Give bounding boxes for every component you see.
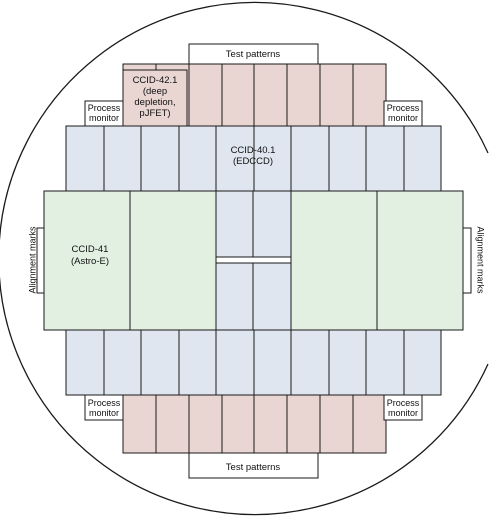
- test-patterns-box-top: [188, 43, 319, 65]
- process-monitor-box-bottom-right: [383, 394, 423, 421]
- ccid42-die-top: [319, 63, 354, 127]
- process-monitor-box-top-left: [84, 100, 124, 127]
- ccid40-die-bottom: [140, 329, 180, 396]
- ccid40-die-top: [290, 125, 330, 192]
- ccid40-die-bottom: [65, 329, 105, 396]
- ccid40-die-bottom: [178, 329, 217, 396]
- process-monitor-top-left-line2: monitor: [89, 113, 119, 123]
- alignment-marks-label-left: Alignment marks: [27, 226, 37, 294]
- process-monitor-top-right-line2: monitor: [388, 113, 418, 123]
- ccid40-die-bottom: [403, 329, 442, 396]
- ccid42-label-line2: (deep: [143, 86, 167, 97]
- ccid42-die-bottom: [286, 394, 321, 454]
- process-monitor-top-left-line1: Process: [88, 103, 121, 113]
- ccid40-die-top: [365, 125, 405, 192]
- test-patterns-box-bottom: [188, 452, 319, 479]
- ccid42-die-top: [286, 63, 321, 127]
- alignment-marks-box-left: [36, 227, 45, 294]
- process-monitor-bottom-left-line2: monitor: [89, 408, 119, 418]
- ccid41-die: [376, 190, 464, 331]
- ccid42-die-top: [253, 63, 288, 127]
- ccid42-die-bottom: [122, 394, 157, 454]
- die-tiles: [43, 63, 464, 454]
- ccid42-die-bottom: [253, 394, 288, 454]
- ccid42-die-bottom: [319, 394, 354, 454]
- ccid42-die-bottom: [221, 394, 255, 454]
- ccid40-die-top: [65, 125, 105, 192]
- ccid42-die-top: [352, 63, 387, 127]
- test-patterns-label-bottom: Test patterns: [226, 462, 281, 473]
- ccid42-die-bottom: [188, 394, 223, 454]
- process-monitor-bottom-left-line1: Process: [88, 398, 121, 408]
- ccid40-die-top: [253, 125, 292, 192]
- ccid40-label-line1: CCID-40.1: [231, 145, 276, 156]
- ccid40-die-bottom: [290, 329, 330, 396]
- process-monitor-top-right-line1: Process: [387, 103, 420, 113]
- ccid41-label-line1: CCID-41: [72, 244, 109, 255]
- alignment-marks-label-right: Alignment marks: [476, 226, 486, 294]
- ccid41-die: [129, 190, 217, 331]
- ccid40-die-middle: [215, 190, 254, 258]
- label-boxes: [36, 43, 472, 479]
- ccid41-die: [290, 190, 378, 331]
- ccid40-die-middle: [215, 262, 254, 331]
- ccid42-label-line4: pJFET): [139, 108, 170, 119]
- ccid40-die-top: [403, 125, 442, 192]
- ccid40-die-bottom: [365, 329, 405, 396]
- test-patterns-label-top: Test patterns: [226, 49, 281, 60]
- process-monitor-bottom-right-line1: Process: [387, 398, 420, 408]
- process-monitor-bottom-right-line2: monitor: [388, 408, 418, 418]
- process-monitor-box-bottom-left: [84, 394, 124, 421]
- ccid42-label-box: [122, 69, 188, 127]
- ccid40-die-top: [140, 125, 180, 192]
- ccid40-die-top: [103, 125, 142, 192]
- ccid40-die-bottom: [103, 329, 142, 396]
- ccid41-label-line2: (Astro-E): [71, 256, 109, 267]
- ccid42-die-top: [188, 63, 223, 127]
- ccid42-die-top: [221, 63, 255, 127]
- ccid40-die-top: [328, 125, 367, 192]
- ccid40-label-line2: (EDCCD): [233, 156, 273, 167]
- ccid40-die-middle: [252, 190, 292, 258]
- ccid40-die-bottom: [328, 329, 367, 396]
- center-gap: [215, 256, 292, 264]
- ccid40-die-middle: [252, 262, 292, 331]
- ccid42-die-bottom: [352, 394, 387, 454]
- ccid42-die-bottom: [155, 394, 190, 454]
- ccid41-die: [43, 190, 131, 331]
- ccid40-die-top: [178, 125, 217, 192]
- process-monitor-box-top-right: [383, 100, 423, 127]
- ccid40-die-bottom: [253, 329, 292, 396]
- ccid42-label-line3: depletion,: [134, 97, 175, 108]
- alignment-marks-box-right: [462, 227, 472, 294]
- ccid42-label-line1: CCID-42.1: [133, 75, 178, 86]
- ccid40-die-bottom: [215, 329, 255, 396]
